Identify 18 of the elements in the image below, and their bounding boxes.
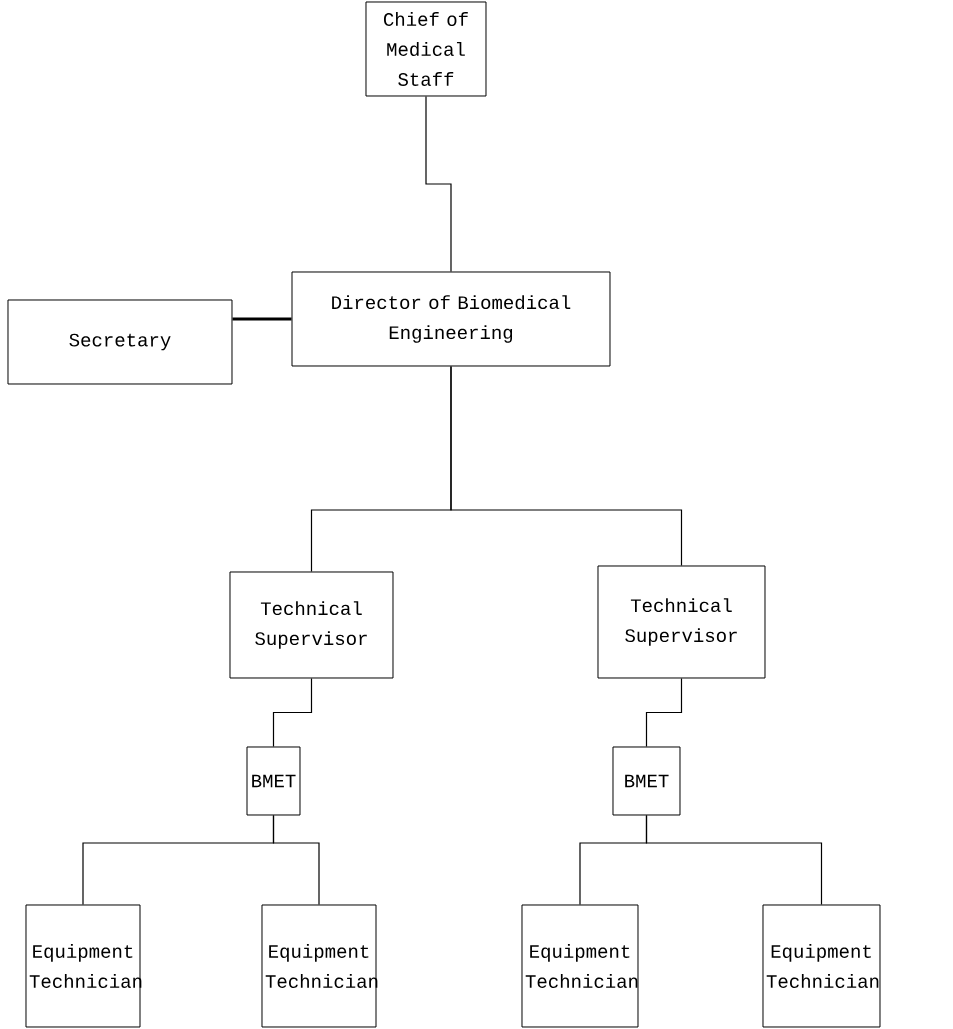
org-box: Equipment Technician — [521, 904, 639, 1028]
org-box: Technical Supervisor — [597, 565, 766, 679]
org-box: BMET — [612, 746, 681, 816]
org-box: Equipment Technician — [25, 904, 142, 1028]
connector-line — [645, 677, 683, 748]
connector-line — [425, 95, 452, 273]
org-box: Director of Biomedical Engineering — [291, 271, 611, 367]
connector-line — [450, 365, 683, 567]
connector-line — [645, 814, 823, 906]
connector-line — [272, 677, 313, 748]
connector-line — [232, 317, 292, 321]
org-box: Chief of Medical Staff — [365, 1, 487, 97]
org-box: BMET — [246, 746, 301, 816]
org-box: Technical Supervisor — [229, 571, 394, 679]
connector-line — [272, 814, 320, 906]
org-box: Secretary — [7, 299, 233, 385]
org-box: Equipment Technician — [762, 904, 881, 1028]
org-box: Equipment Technician — [261, 904, 378, 1028]
